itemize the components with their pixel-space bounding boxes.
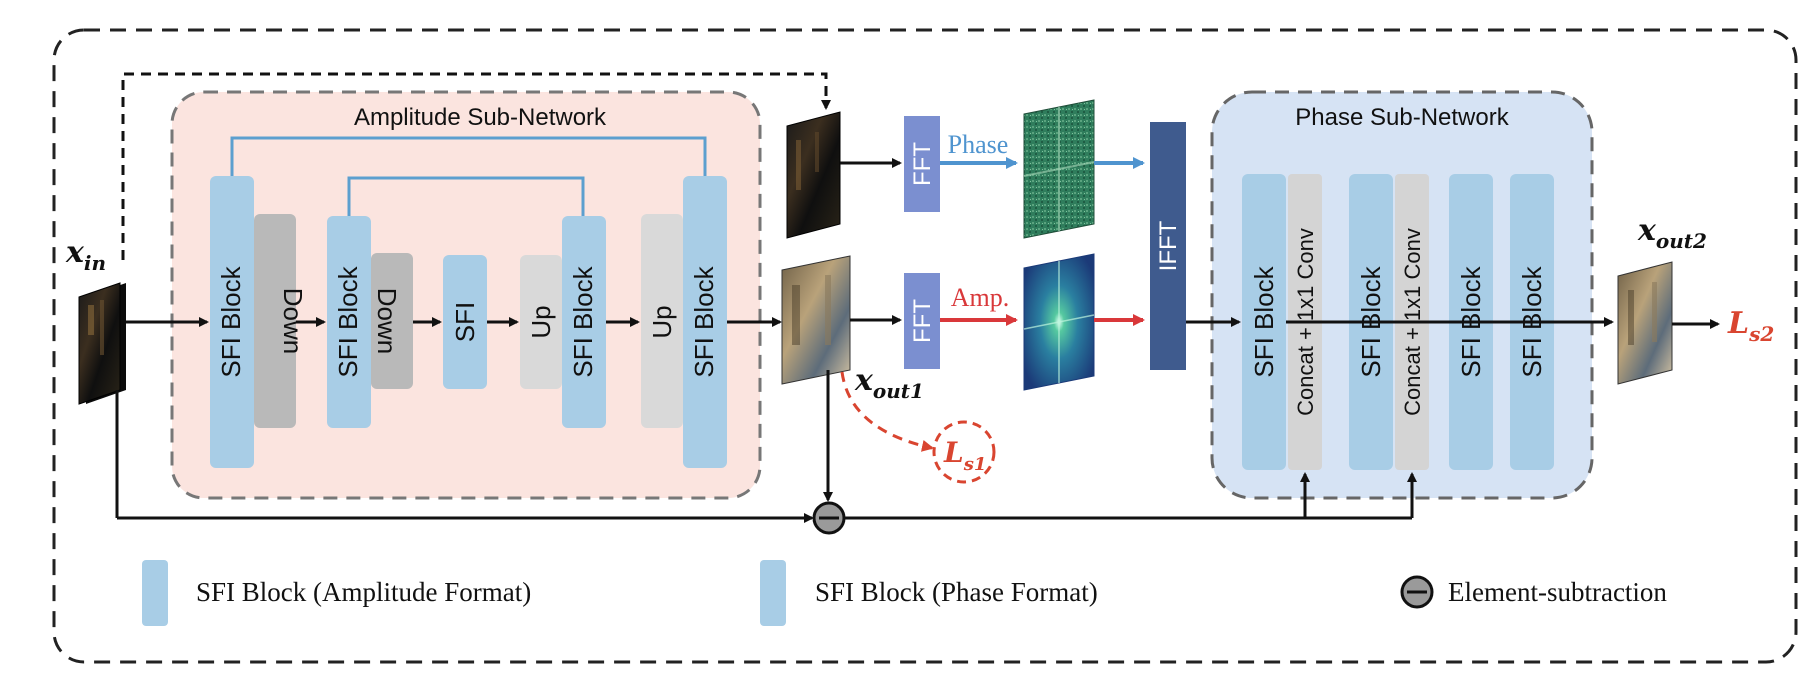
phase-sfi-block-1 (1242, 174, 1286, 470)
amp-sfi-block-2 (327, 216, 371, 428)
amp-up-block-1 (520, 255, 562, 389)
ifft-block (1150, 122, 1186, 370)
amp-arrow-label: Amp. (951, 283, 1010, 312)
amp-sfi-block-4-label: SFI Block (689, 265, 719, 377)
legend-phase-label: SFI Block (Phase Format) (815, 577, 1098, 607)
amplitude-panel-title: Amplitude Sub-Network (354, 104, 607, 131)
upper-input-image (786, 111, 841, 239)
amp-up-block-2 (641, 214, 683, 428)
x-out1-label: xout1 (854, 363, 924, 403)
phase-panel-title: Phase Sub-Network (1295, 104, 1509, 131)
phase-spectrum-image (1023, 99, 1095, 239)
outer-skip-connection (230, 136, 707, 176)
fft-block-top (904, 116, 940, 212)
amp-sfi-block-3-label: SFI Block (568, 265, 598, 377)
loss-s1-label: Ls1 (943, 436, 986, 475)
loss-s1-circle (932, 420, 996, 484)
ifft-block-label: IFFT (1155, 220, 1182, 271)
phase-sfi-block-1-label: SFI Block (1249, 265, 1279, 377)
amp-sfi-small-block-label: SFI (450, 302, 480, 342)
legend-phase-swatch (760, 560, 786, 626)
amp-down-block-1 (254, 214, 296, 428)
legend-subtraction-label: Element-subtraction (1448, 577, 1667, 607)
outer-frame (52, 28, 1798, 664)
amp-sfi-block-2-label: SFI Block (333, 265, 363, 377)
x-out2-label: xout2 (1637, 213, 1707, 253)
amp-sfi-small-block (443, 255, 487, 389)
legend-amplitude-label: SFI Block (Amplitude Format) (196, 577, 531, 607)
amp-down-block-2 (371, 253, 413, 389)
fft-block-bottom (904, 273, 940, 369)
phase-arrow-label: Phase (948, 130, 1009, 159)
input-image (78, 282, 126, 405)
amplitude-spectrum-image (1023, 253, 1095, 391)
amp-up-block-2-label: Up (647, 305, 677, 338)
amp-sfi-block-1 (210, 176, 254, 468)
inner-skip-connection (347, 176, 585, 216)
x-in-label: xin (65, 235, 106, 275)
legend-amplitude-swatch (142, 560, 168, 626)
fft-block-bottom-label: FFT (909, 299, 936, 343)
amp-up-block-1-label: Up (526, 305, 556, 338)
x-out1-image (781, 255, 851, 385)
xout1-to-loss-dashed-arrow (840, 371, 934, 452)
input-bypass-dashed (121, 72, 831, 260)
amp-sfi-block-4 (683, 176, 727, 468)
loss-s2-label: Ls2 (1727, 306, 1774, 346)
amp-sfi-block-3 (562, 216, 606, 428)
x-out2-image (1617, 261, 1673, 385)
amp-down-block-2-label: Down (372, 288, 402, 354)
fft-block-top-label: FFT (909, 142, 936, 186)
amp-sfi-block-1-label: SFI Block (216, 265, 246, 377)
